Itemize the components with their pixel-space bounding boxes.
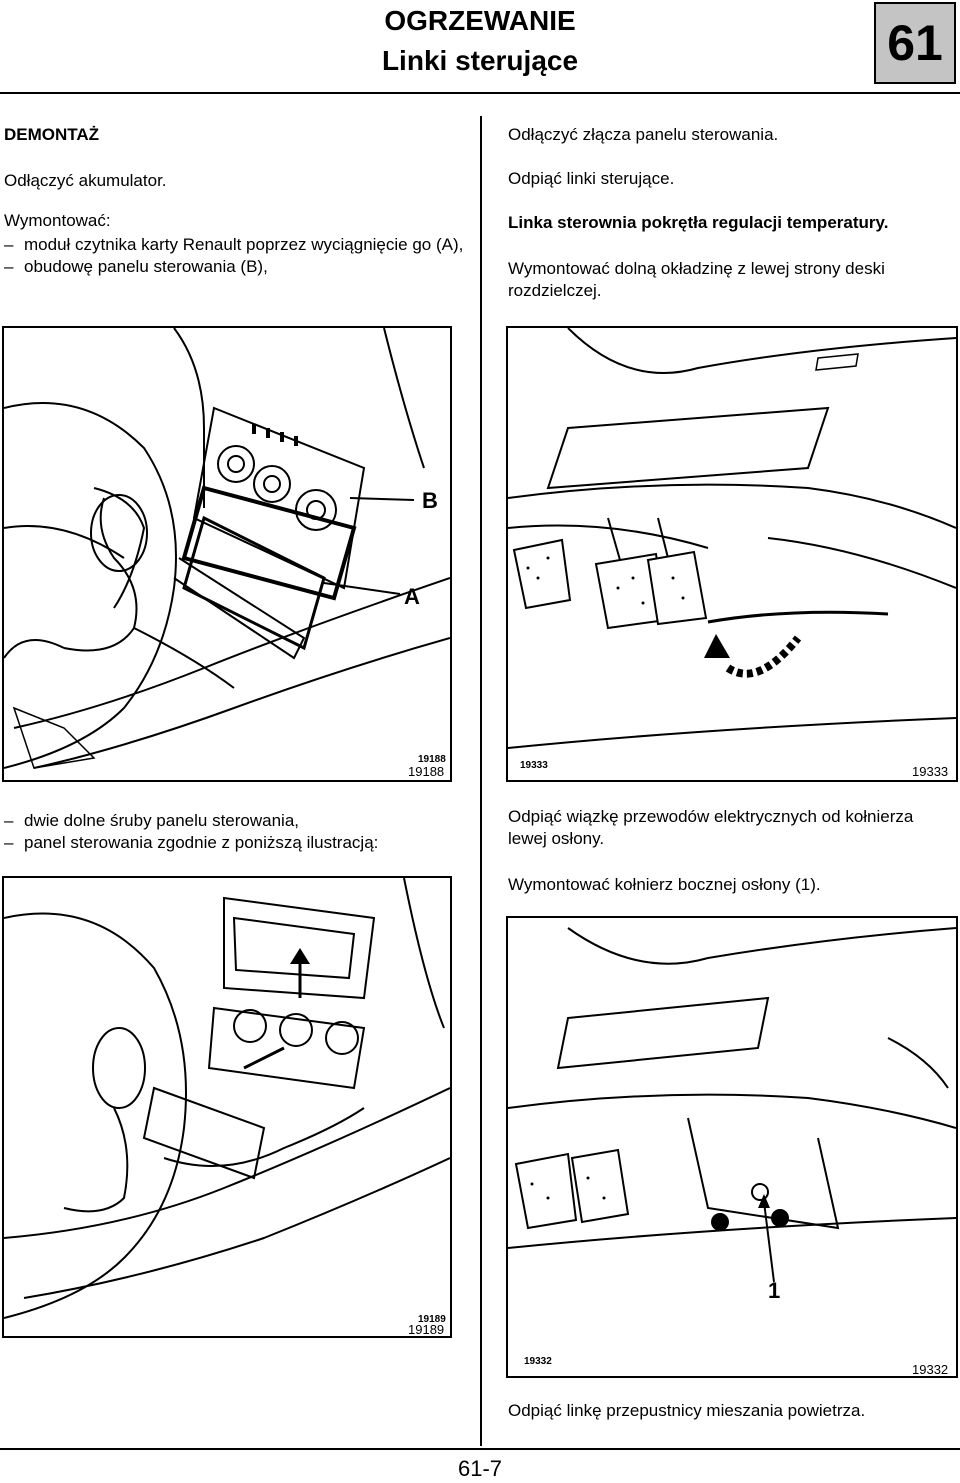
- chapter-number: 61: [874, 2, 956, 84]
- instruction-text: Odpiąć wiązkę przewodów elektrycznych od…: [508, 807, 914, 848]
- instruction-text: Wymontować dolną okładzinę z lewej stron…: [508, 259, 885, 300]
- figure-number: 19333: [912, 764, 949, 779]
- list-item: panel sterowania zgodnie z poniższą ilus…: [4, 832, 464, 854]
- figure-number: 19188: [408, 764, 445, 779]
- instruction-text: Odłączyć złącza panelu sterowania.: [508, 125, 779, 144]
- figure-ref-small: 19333: [520, 760, 548, 771]
- instruction-text: Wymontować kołnierz bocznej osłony (1).: [508, 875, 821, 894]
- footer-divider: [0, 1448, 960, 1450]
- figure-19333: 19333 19333: [506, 326, 958, 782]
- callout-a: A: [404, 584, 420, 609]
- figure-19189: 19189 19189: [2, 876, 452, 1338]
- list-item: obudowę panelu sterowania (B),: [4, 256, 464, 278]
- figure-number: 19189: [408, 1322, 445, 1337]
- instruction-text: Odłączyć akumulator.: [4, 171, 167, 190]
- procedure-heading: DEMONTAŻ: [4, 125, 100, 144]
- instruction-text-bold: Linka sterownia pokrętła regulacji tempe…: [508, 213, 889, 232]
- figure-19188: B A 19188 19188: [2, 326, 452, 782]
- header-divider: [0, 92, 960, 94]
- figure-ref-small: 19189: [418, 1314, 446, 1325]
- column-divider: [480, 116, 482, 1446]
- side-cover-flange-illustration: [508, 927, 956, 1283]
- bullet-list: dwie dolne śruby panelu sterowania, pane…: [4, 810, 464, 854]
- pedal-area-illustration: [508, 328, 956, 749]
- figure-number: 19332: [912, 1362, 949, 1377]
- figure-ref-small: 19332: [524, 1356, 552, 1367]
- page-number: 61-7: [457, 1456, 503, 1481]
- callout-b: B: [422, 488, 438, 513]
- instruction-text: Wymontować:: [4, 211, 111, 230]
- list-item: moduł czytnika karty Renault poprzez wyc…: [4, 234, 464, 256]
- panel-removal-illustration: [4, 878, 450, 1319]
- instruction-text: Odpiąć linkę przepustnicy mieszania powi…: [508, 1401, 866, 1420]
- console-illustration: [4, 328, 450, 769]
- section-title: OGRZEWANIE: [384, 5, 576, 36]
- callout-1: 1: [768, 1278, 781, 1303]
- figure-ref-small: 19188: [418, 754, 446, 765]
- figure-19332: 1 19332 19332: [506, 916, 958, 1378]
- list-item: dwie dolne śruby panelu sterowania,: [4, 810, 464, 832]
- instruction-text: Odpiąć linki sterujące.: [508, 169, 675, 188]
- bullet-list: moduł czytnika karty Renault poprzez wyc…: [4, 234, 464, 278]
- page-title: Linki sterujące: [381, 45, 579, 76]
